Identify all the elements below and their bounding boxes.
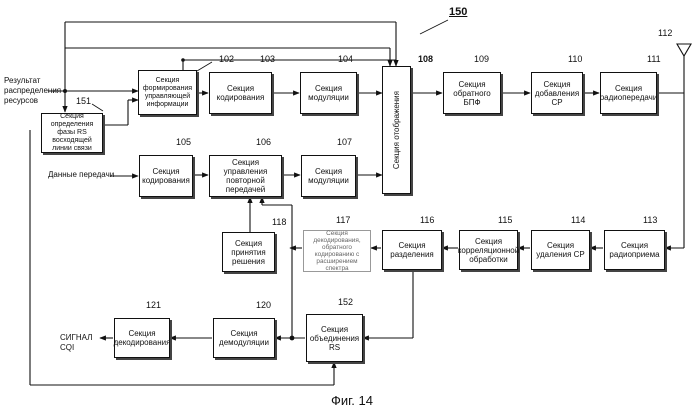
block-114-number: 114: [571, 215, 585, 225]
coding-block-103: Секция кодирования: [209, 72, 272, 114]
despreading-decoding-label: Секция декодирования, обратного кодирова…: [305, 230, 369, 272]
figure-caption: Фиг. 14: [331, 393, 373, 408]
block-113-number: 113: [643, 215, 657, 225]
modulation-label-104: Секция модуляции: [302, 84, 355, 102]
modulation-block-107: Секция модуляции: [301, 155, 356, 197]
block-120-number: 120: [256, 300, 271, 310]
block-105-number: 105: [176, 137, 191, 147]
retransmission-control-label: Секция управления повторной передачей: [211, 158, 280, 194]
decoding-label-121: Секция декодирования: [114, 329, 171, 347]
figure-ref-number: 150: [449, 7, 467, 17]
mapping-block: Секция отображения: [382, 66, 411, 194]
block-103-number: 103: [260, 54, 275, 64]
block-151-number: 151: [76, 96, 91, 106]
radio-transmit-block: Секция радиопередачи: [600, 72, 657, 114]
coding-label-105: Секция кодирования: [141, 167, 191, 185]
cp-removal-label: Секция удаления CP: [533, 241, 588, 259]
demodulation-label-120: Секция демодуляции: [215, 329, 273, 347]
decoding-block-121: Секция декодирования: [114, 318, 170, 358]
block-117-number: 117: [336, 215, 350, 225]
separation-label: Секция разделения: [384, 241, 440, 259]
antenna-number: 112: [658, 28, 672, 38]
control-info-generation-block: Секция формирования управляющей информац…: [138, 70, 197, 115]
coding-label-103: Секция кодирования: [211, 84, 270, 102]
cqi-output-label: СИГНАЛ CQI: [60, 333, 104, 353]
block-115-number: 115: [498, 215, 512, 225]
cp-removal-block: Секция удаления CP: [531, 230, 590, 270]
block-110-number: 110: [568, 54, 582, 64]
resource-alloc-input-label: Результат распределения ресурсов: [4, 76, 64, 106]
ifft-label: Секция обратного БПФ: [445, 80, 499, 107]
block-116-number: 116: [420, 215, 434, 225]
block-102-number: 102: [219, 54, 234, 64]
cp-addition-label: Секция добавления CP: [533, 80, 581, 107]
ifft-block: Секция обратного БПФ: [443, 72, 501, 114]
demodulation-block-120: Секция демодуляции: [213, 318, 275, 358]
block-108-number: 108: [418, 54, 433, 64]
radio-receive-block: Секция радиоприема: [604, 230, 665, 270]
despreading-decoding-block: Секция декодирования, обратного кодирова…: [303, 230, 371, 272]
tx-data-input-label: Данные передачи: [48, 170, 116, 180]
block-106-number: 106: [256, 137, 271, 147]
control-info-generation-label: Секция формирования управляющей информац…: [140, 77, 195, 109]
retransmission-control-block: Секция управления повторной передачей: [209, 155, 282, 197]
decision-block: Секция принятия решения: [222, 232, 275, 272]
modulation-block-104: Секция модуляции: [300, 72, 357, 114]
rs-combining-block: Секция объединения RS: [306, 314, 363, 362]
correlation-processing-block: Секция корреляционной обработки: [459, 230, 518, 270]
block-104-number: 104: [338, 54, 353, 64]
block-109-number: 109: [474, 54, 489, 64]
rs-combining-label: Секция объединения RS: [308, 325, 361, 352]
separation-block: Секция разделения: [382, 230, 442, 270]
uplink-rs-phase-block: Секция определения фазы RS восходящей ли…: [41, 113, 103, 153]
radio-transmit-label: Секция радиопередачи: [600, 84, 658, 102]
cp-addition-block: Секция добавления CP: [531, 72, 583, 114]
block-118-number: 118: [272, 217, 286, 227]
modulation-label-107: Секция модуляции: [303, 167, 354, 185]
radio-receive-label: Секция радиоприема: [606, 241, 663, 259]
block-121-number: 121: [146, 300, 161, 310]
decision-label: Секция принятия решения: [224, 239, 273, 266]
coding-block-105: Секция кодирования: [139, 155, 193, 197]
uplink-rs-phase-label: Секция определения фазы RS восходящей ли…: [43, 113, 101, 153]
mapping-label: Секция отображения: [392, 91, 401, 169]
correlation-processing-label: Секция корреляционной обработки: [458, 237, 519, 264]
block-107-number: 107: [337, 137, 352, 147]
block-152-number: 152: [338, 297, 353, 307]
block-111-number: 111: [647, 54, 661, 64]
